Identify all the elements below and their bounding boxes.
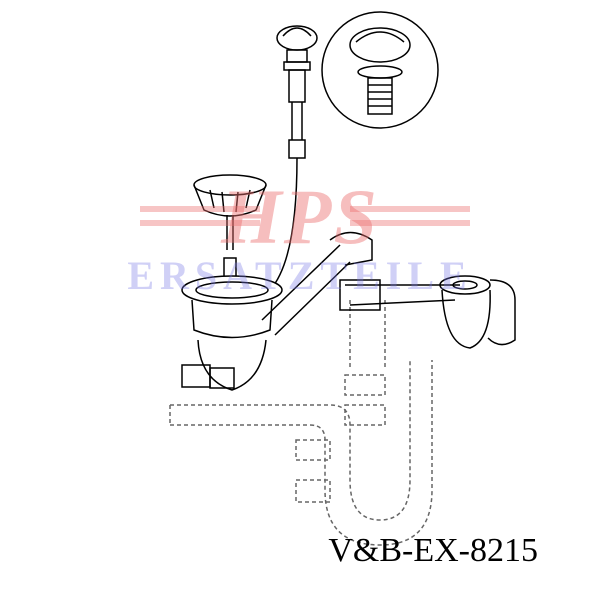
knob-detail-inset (321, 11, 439, 129)
watermark-bar (350, 220, 470, 226)
watermark-bar (350, 206, 470, 212)
right-drain (439, 275, 516, 349)
watermark-bar (140, 206, 260, 212)
connector-pipes (261, 231, 460, 336)
watermark-bar (140, 220, 260, 226)
left-drain-body (181, 275, 283, 391)
product-code: V&B-EX-8215 (328, 532, 538, 569)
watermark-hps: HPS (221, 173, 379, 260)
watermark-ersatzteile: ERSATZTEILE (127, 253, 473, 298)
siphon-trap-dashed (169, 300, 433, 546)
